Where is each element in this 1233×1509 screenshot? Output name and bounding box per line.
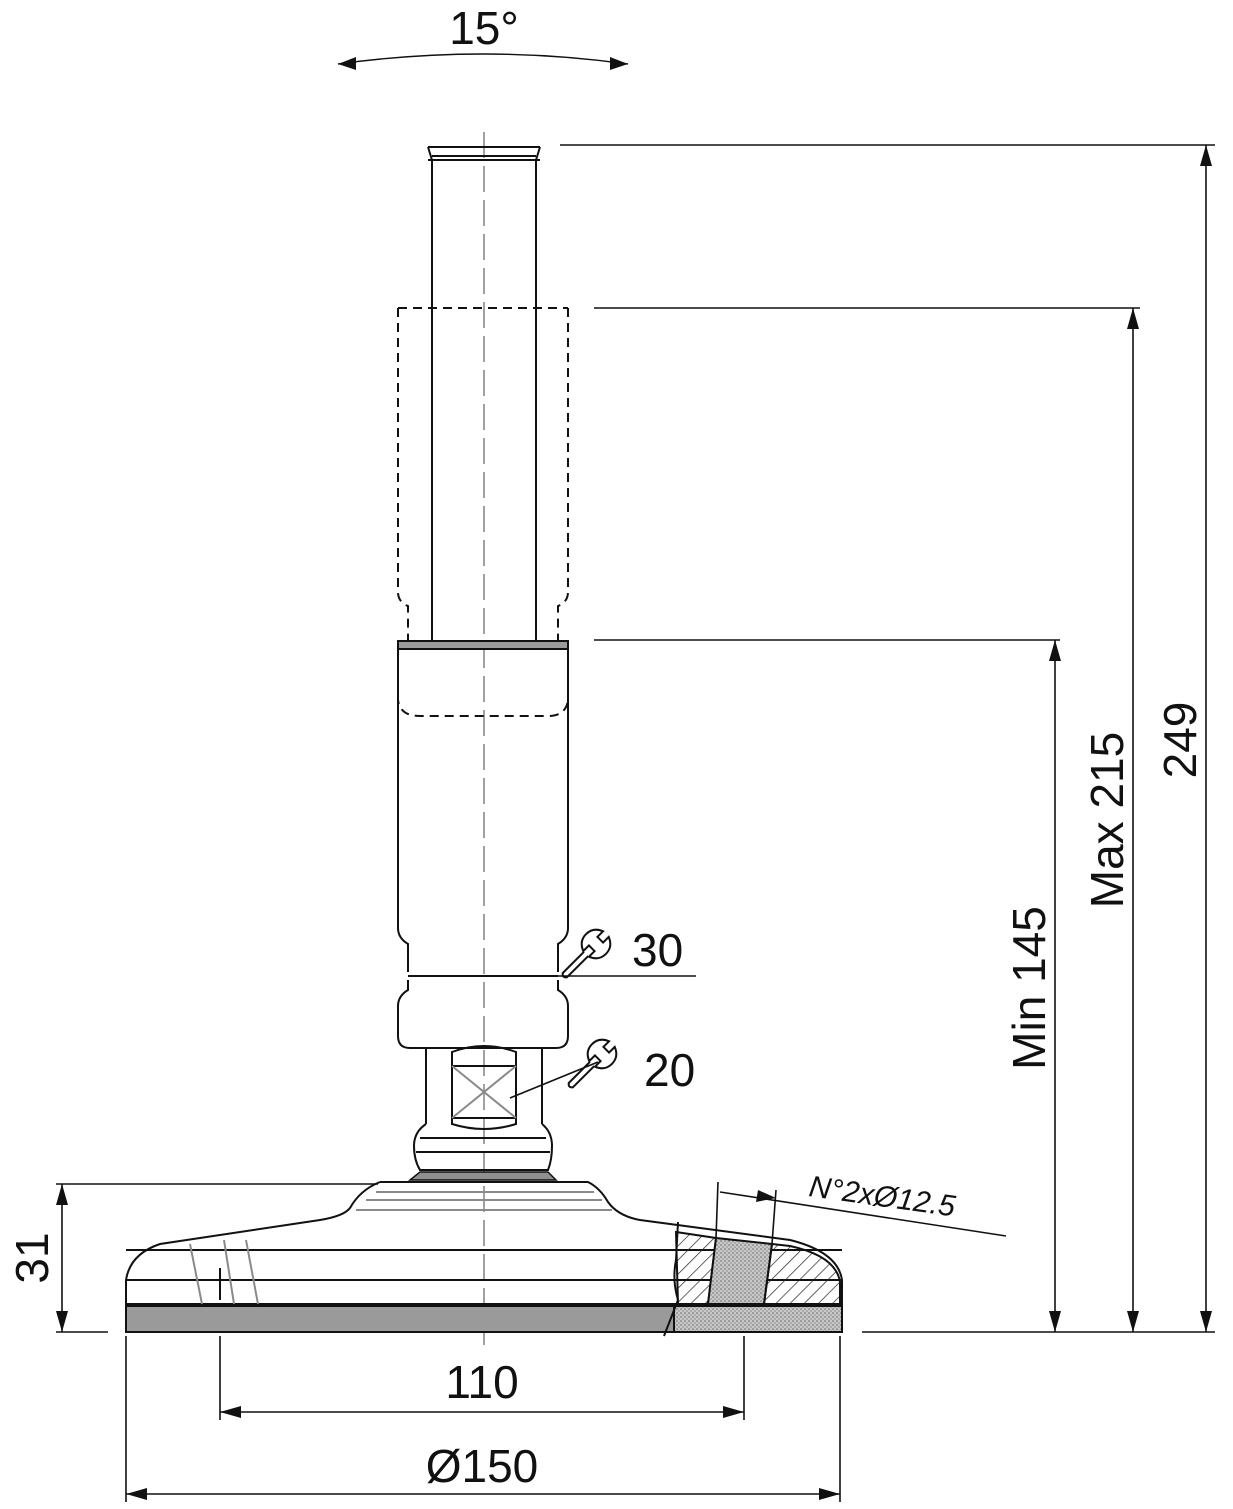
- base-height-label: 31: [6, 1232, 58, 1283]
- holes-note-label: N°2xØ12.5: [807, 1170, 958, 1223]
- base-height-dimension: 31: [6, 1183, 378, 1333]
- tilt-angle-indicator: 15°: [337, 2, 629, 70]
- threaded-stem: [427, 146, 541, 645]
- height-dimensions: 249 Max 215 Min 145: [560, 144, 1215, 1333]
- hole-spacing-dimension: 110: [219, 1336, 745, 1420]
- wrench-icon: [567, 1038, 618, 1089]
- tilt-angle-label: 15°: [449, 2, 519, 54]
- wrench-callout-small: 20: [509, 1038, 695, 1099]
- wrench-icon: [561, 928, 612, 979]
- base-plate: [125, 1181, 843, 1337]
- wrench-callout-large: 30: [556, 924, 696, 979]
- hole-spacing-label: 110: [445, 1356, 518, 1408]
- wrench-size-20: 20: [644, 1044, 695, 1096]
- wrench-size-30: 30: [632, 924, 683, 976]
- total-height-label: 249: [1154, 702, 1206, 779]
- holes-note: N°2xØ12.5: [715, 1170, 1007, 1245]
- adjustment-body: [397, 640, 569, 1049]
- hex-nut: [407, 1045, 558, 1181]
- base-diameter-label: Ø150: [426, 1440, 539, 1492]
- min-height-label: Min 145: [1003, 906, 1055, 1070]
- base-diameter-dimension: Ø150: [125, 1336, 841, 1502]
- max-height-label: Max 215: [1081, 732, 1133, 908]
- max-extension-outline: [397, 307, 569, 717]
